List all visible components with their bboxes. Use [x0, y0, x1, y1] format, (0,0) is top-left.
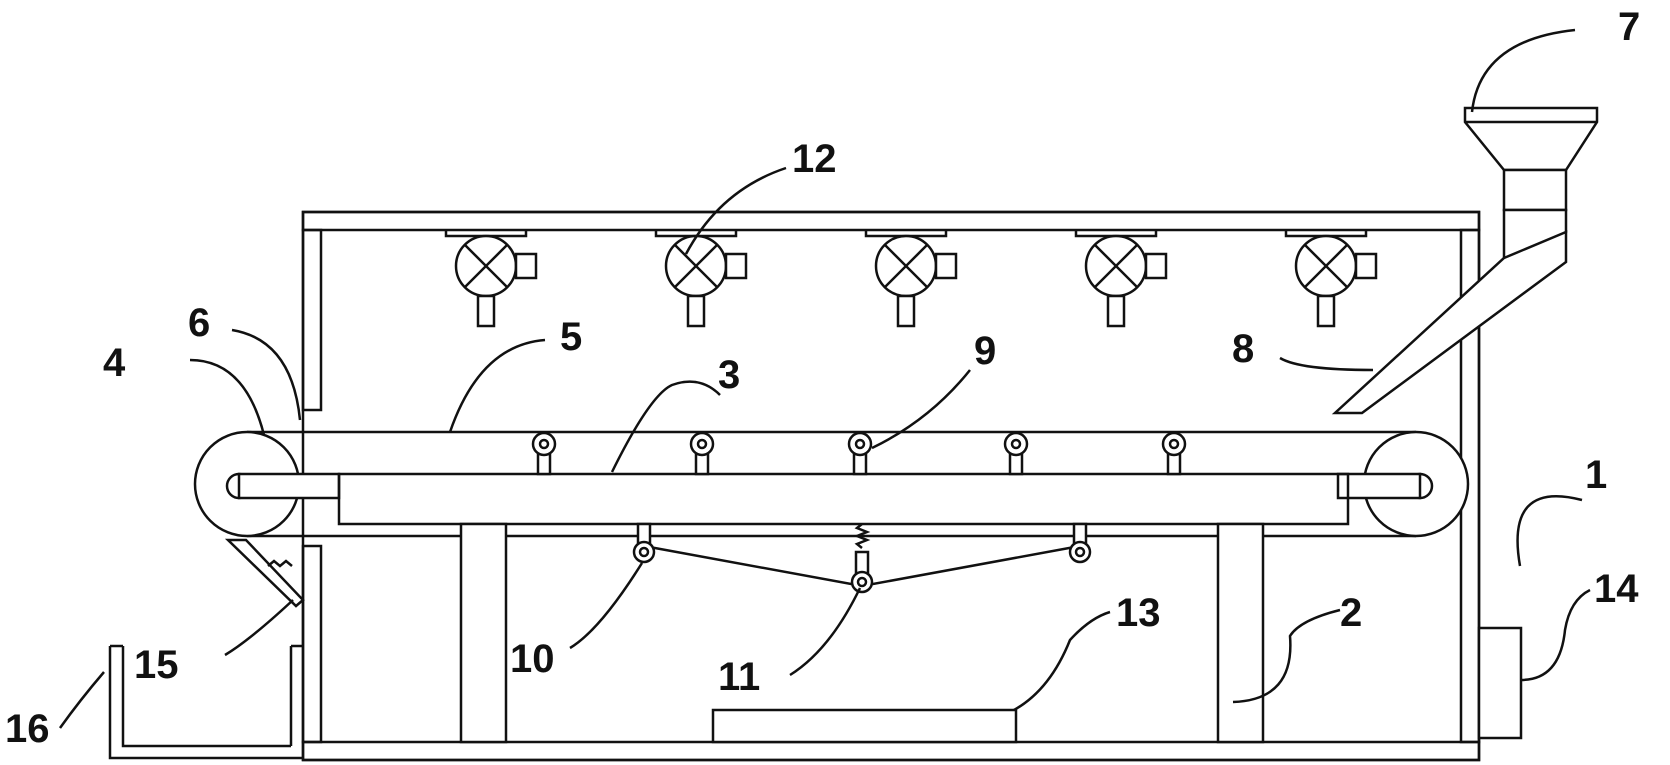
sprayer-icon [864, 230, 958, 328]
label-16: 16 [5, 707, 50, 751]
support-leg-left [459, 522, 508, 744]
label-12: 12 [792, 137, 837, 181]
label-9: 9 [974, 329, 996, 373]
outlet-box [1477, 626, 1523, 740]
collecting-tank [108, 644, 303, 760]
support-plate [337, 472, 1350, 526]
conveyor [193, 430, 1470, 538]
lower-rollers [632, 522, 1092, 594]
hopper [1463, 106, 1599, 285]
sprayer-icon [444, 230, 538, 328]
label-1: 1 [1585, 453, 1607, 497]
label-8: 8 [1232, 327, 1254, 371]
upper-roller [689, 431, 715, 476]
label-5: 5 [560, 315, 582, 359]
upper-rollers [531, 431, 1187, 476]
support-leg-right [1216, 522, 1265, 744]
sprayers [444, 230, 1378, 328]
sprayer-icon [1284, 230, 1378, 328]
label-3: 3 [718, 353, 740, 397]
feed-chute [1331, 230, 1568, 415]
sprayer-icon [1074, 230, 1168, 328]
label-2: 2 [1340, 591, 1362, 635]
sprayer-icon [654, 230, 748, 328]
upper-roller [531, 431, 557, 476]
label-11: 11 [718, 655, 760, 699]
label-13: 13 [1116, 591, 1161, 635]
upper-roller [1003, 431, 1029, 476]
label-4: 4 [103, 341, 126, 385]
upper-roller [847, 431, 873, 476]
upper-roller [1161, 431, 1187, 476]
label-15: 15 [134, 643, 179, 687]
base-block [711, 708, 1018, 744]
label-6: 6 [188, 301, 210, 345]
label-7: 7 [1618, 5, 1640, 49]
leader-lines [58, 28, 1591, 729]
discharge-scraper [224, 538, 305, 608]
label-10: 10 [510, 637, 555, 681]
label-14: 14 [1594, 567, 1639, 611]
